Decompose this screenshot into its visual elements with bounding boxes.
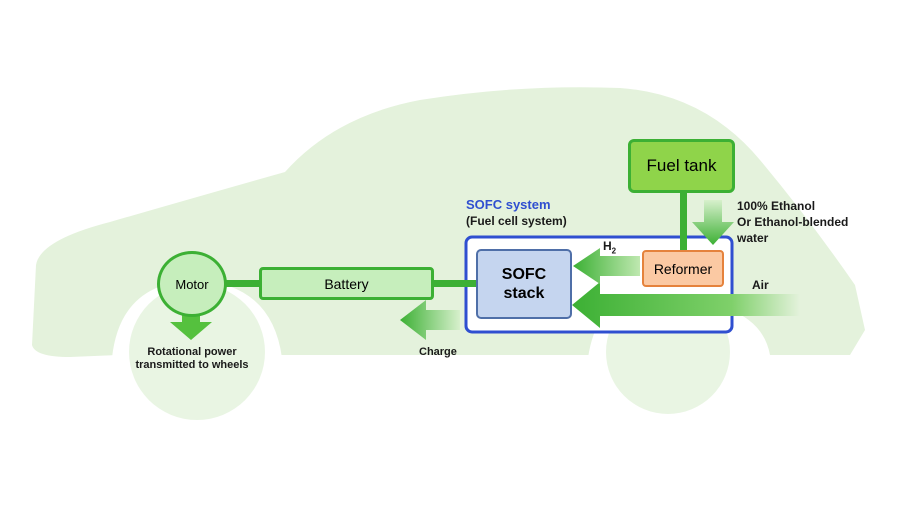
charge-arrow bbox=[400, 300, 460, 340]
rotational-arrow bbox=[170, 306, 212, 340]
ethanol-arrow bbox=[692, 200, 734, 245]
sofc-stack-line-1: SOFC bbox=[501, 266, 547, 283]
battery-label: Battery bbox=[324, 275, 369, 292]
fuel-tank-box: Fuel tank bbox=[628, 139, 735, 193]
charge-label: Charge bbox=[419, 346, 457, 358]
fuel-tank-label: Fuel tank bbox=[646, 156, 717, 175]
h2-label: H2 bbox=[603, 239, 616, 255]
sofc-system-subtitle: (Fuel cell system) bbox=[466, 214, 567, 228]
rotational-note-line-2: transmitted to wheels bbox=[135, 359, 249, 371]
h2-arrow bbox=[573, 248, 640, 284]
rotational-note: Rotational power transmitted to wheels bbox=[112, 346, 272, 372]
fuel-note-line-3: water bbox=[737, 231, 769, 245]
stack-battery-link bbox=[432, 280, 478, 287]
fuel-note-line-2: Or Ethanol-blended bbox=[737, 215, 849, 229]
sofc-stack-line-2: stack bbox=[503, 285, 545, 302]
sofc-system-title: SOFC system bbox=[466, 197, 551, 212]
reformer-box: Reformer bbox=[642, 250, 724, 287]
fuel-note-line-1: 100% Ethanol bbox=[737, 199, 816, 213]
fuel-note: 100% Ethanol Or Ethanol-blended water bbox=[737, 198, 848, 246]
air-arrow bbox=[572, 282, 800, 328]
motor-label: Motor bbox=[175, 276, 209, 292]
motor-circle: Motor bbox=[157, 251, 227, 317]
battery-box: Battery bbox=[259, 267, 434, 300]
h2-letter: H bbox=[603, 239, 612, 253]
fuel-line bbox=[680, 192, 687, 252]
reformer-label: Reformer bbox=[653, 260, 713, 277]
rotational-note-line-1: Rotational power bbox=[147, 346, 237, 358]
h2-subscript: 2 bbox=[611, 246, 617, 256]
air-label: Air bbox=[752, 278, 769, 292]
battery-motor-link bbox=[224, 280, 262, 287]
rear-wheel bbox=[129, 284, 265, 420]
sofc-stack-box: SOFC stack bbox=[476, 249, 572, 319]
